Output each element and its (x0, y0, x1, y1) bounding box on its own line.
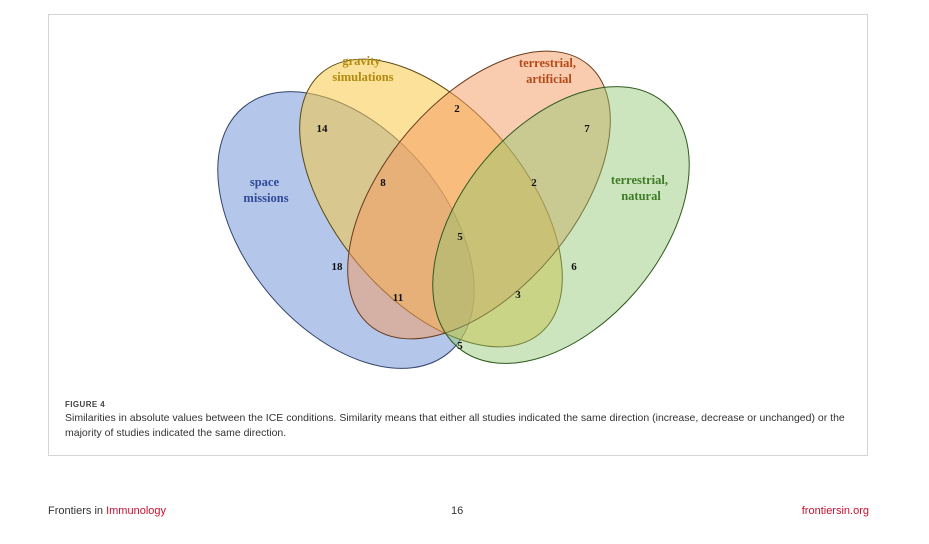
count-gravity-space: 8 (380, 177, 386, 189)
count-space-gravity-natural: 11 (393, 292, 403, 304)
count-natural-only: 6 (571, 261, 577, 273)
footer-site-link[interactable]: frontiersin.org (801, 505, 869, 517)
figure-number: FIGURE 4 (65, 400, 106, 409)
count-gravity-artificial-natural: 3 (515, 289, 521, 301)
count-space-artificial: 18 (332, 261, 344, 273)
count-space-natural: 5 (457, 340, 463, 352)
label-gravity-simulations: gravity simulations (332, 54, 393, 84)
count-all-four: 5 (457, 231, 463, 243)
label-terrestrial-artificial: terrestrial, artificial (519, 56, 579, 86)
terrestrial-natural-ellipse (432, 86, 690, 364)
footer-journal-link[interactable]: Immunology (106, 505, 166, 517)
terrestrial-artificial-ellipse (347, 50, 611, 340)
label-terrestrial-natural: terrestrial, natural (611, 173, 671, 203)
count-artificial-only: 7 (584, 123, 590, 135)
label-space-missions: space missions (243, 175, 288, 205)
footer-journal: Frontiers in Immunology (48, 505, 166, 517)
footer-journal-prefix: Frontiers in (48, 505, 107, 517)
footer-page-number: 16 (451, 505, 464, 517)
figure-caption: Similarities in absolute values between … (65, 412, 845, 439)
venn-diagram: space missions gravity simulations terre… (217, 50, 690, 369)
figure-container: space missions gravity simulations terre… (48, 14, 868, 456)
count-space-only: 14 (317, 123, 329, 135)
count-gravity-artificial: 2 (531, 177, 537, 189)
count-gravity-only: 2 (454, 103, 460, 115)
